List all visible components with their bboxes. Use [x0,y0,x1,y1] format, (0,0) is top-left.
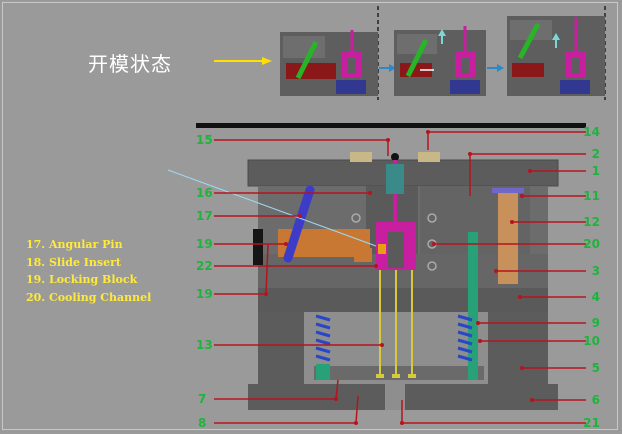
callout-number: 10 [583,334,600,348]
leader-line [265,243,269,295]
leader-arrowhead [478,339,482,343]
callout-number: 2 [592,147,600,161]
arrow-right-icon [487,64,504,72]
callout-number: 4 [592,290,600,304]
frame-border [2,2,618,430]
leader-line [335,379,339,400]
mold-assembly [167,152,559,410]
callout-number: 9 [592,316,600,330]
callout-number: 3 [592,264,600,278]
state-thumbnail [507,16,605,96]
leader-arrowhead [520,194,524,198]
leader-arrowhead [494,269,498,273]
callout-number: 12 [583,215,600,229]
callout-number: 19 [196,287,213,301]
legend-item: 20. Cooling Channel [26,290,152,304]
callout-number: 5 [592,361,600,375]
state-thumbnail [394,26,486,96]
callout-number: 19 [196,237,213,251]
callout-number: 14 [583,125,600,139]
callout-number: 1 [592,164,600,178]
page-title: 开模状态 [88,52,172,76]
callout-number: 20 [583,237,600,251]
callout-number: 22 [196,259,213,273]
leader-arrowhead [476,321,480,325]
leader-arrowhead [518,295,522,299]
callout-number: 8 [198,416,206,430]
callout-number: 16 [196,186,213,200]
leader-arrowhead [432,242,436,246]
callout-number: 11 [583,189,600,203]
leader-line [355,395,359,424]
leader-arrowhead [530,398,534,402]
legend: 17. Angular Pin 18. Slide Insert 19. Loc… [26,236,151,306]
arrow-right-icon [214,57,272,65]
callout-number: 13 [196,338,213,352]
callout-number: 21 [583,416,600,430]
leader-arrowhead [380,343,384,347]
legend-item: 19. Locking Block [26,273,138,286]
legend-item: 18. Slide Insert [26,255,121,269]
legend-item: 17. Angular Pin [26,238,123,251]
callout-number: 6 [592,393,600,407]
top-bar [196,123,586,128]
callout-number: 7 [198,392,206,406]
arrow-right-icon [379,64,396,72]
leader-arrowhead [298,214,302,218]
leader-arrowhead [374,264,378,268]
leader-arrowhead [284,242,288,246]
leader-arrowhead [368,191,372,195]
callout-number: 17 [196,209,213,223]
state-thumbnail [280,30,378,96]
leader-arrowhead [520,366,524,370]
callout-number: 15 [196,133,213,147]
leader-arrowhead [510,220,514,224]
leader-arrowhead [528,169,532,173]
